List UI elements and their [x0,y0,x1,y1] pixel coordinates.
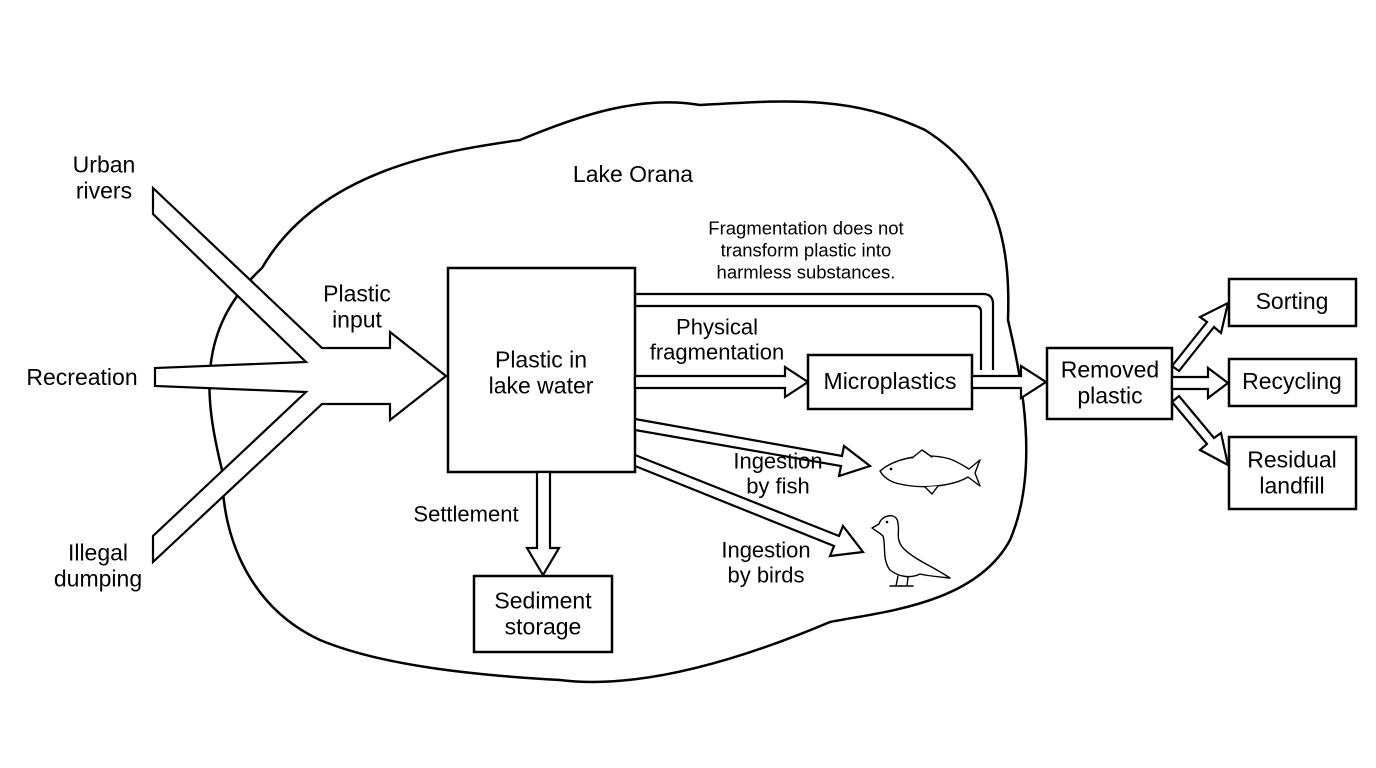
physical-fragmentation-arrow [633,364,811,400]
lake-name-label: Lake Orana [572,161,694,188]
source-recreation-label: Recreation [26,364,138,391]
microplastics-box [806,353,974,411]
physical-fragmentation-label: Physical fragmentation [649,314,785,364]
fragmentation-bypass-inner [635,304,983,370]
to-recycling-arrow [1170,365,1230,401]
plastic-in-lake-water-label: Plastic in lake water [488,346,594,398]
fish-icon [879,449,981,495]
settlement-label: Settlement [413,501,519,527]
plastic-input-label: Plastic input [323,280,391,332]
plastic-input-arrow [151,185,448,565]
to-landfill-arrow [1170,394,1230,468]
ingestion-birds-arrow [633,453,866,558]
fragmentation-bypass-outer [635,292,995,370]
source-urban-rivers-label: Urban rivers [72,151,136,203]
settlement-arrow [525,470,561,578]
sorting-box [1227,277,1358,328]
ingestion-fish-arrow [633,417,873,478]
removed-plastic-label: Removed plastic [1060,356,1160,408]
fragmentation-note: Fragmentation does not transform plastic… [708,217,904,284]
sediment-storage-box [472,574,614,654]
sediment-storage-label: Sediment storage [494,587,592,639]
bird-icon [871,515,951,587]
recycling-label: Recycling [1242,368,1342,395]
ingestion-fish-label: Ingestion by fish [733,448,823,498]
source-illegal-dumping-label: Illegal dumping [53,539,143,591]
plastic-in-lake-water-box [446,266,637,474]
to-removed-plastic-arrow [970,363,1049,401]
ingestion-birds-label: Ingestion by birds [721,537,811,587]
residual-landfill-label: Residual landfill [1247,446,1337,498]
sorting-label: Sorting [1255,288,1329,315]
to-sorting-arrow [1170,300,1230,373]
recycling-box [1227,357,1358,408]
microplastics-label: Microplastics [823,368,957,395]
removed-plastic-box [1045,346,1174,421]
residual-landfill-box [1227,435,1358,511]
